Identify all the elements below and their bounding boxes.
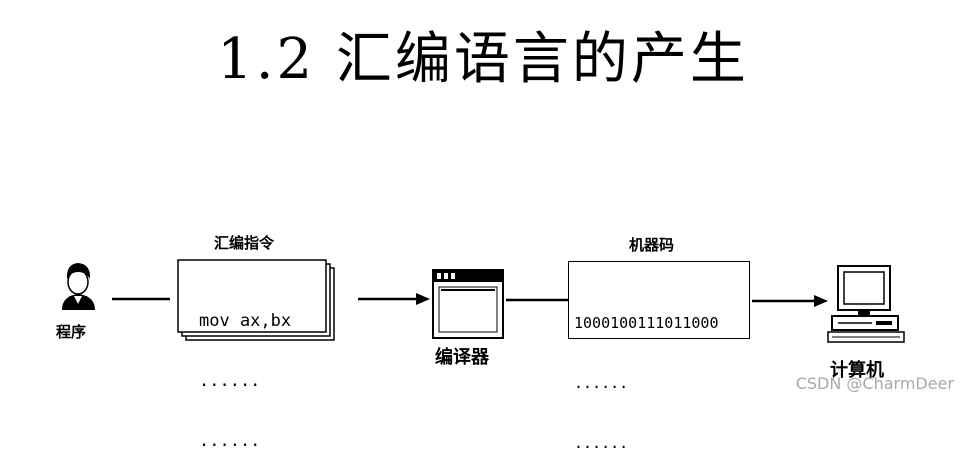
arrow-machine-code-to-computer-head [814, 295, 828, 307]
page-title: 1.2 汇编语言的产生 [217, 27, 749, 92]
machine-code-line: ...... [574, 374, 629, 392]
machine-code-line: ...... [574, 434, 629, 452]
machine-code: 1000100111011000 ...... ...... [574, 273, 719, 473]
assembly-line: ...... [199, 371, 261, 391]
assembly-code: mov ax,bx ...... ...... [199, 271, 291, 471]
assembly-header: 汇编指令 [214, 234, 275, 252]
assembly-line: mov ax,bx [199, 311, 292, 331]
compiler-window-icon [432, 269, 504, 339]
compiler-label: 编译器 [435, 347, 489, 368]
diagram-canvas [62, 259, 905, 343]
machine-code-header: 机器码 [629, 236, 675, 254]
machine-code-box [568, 261, 750, 339]
watermark: CSDN @CharmDeer [795, 374, 954, 393]
programmer-label: 程序 [56, 323, 87, 341]
computer-label: 计算机 [830, 360, 884, 381]
arrow-assembly-to-compiler-head [416, 293, 430, 305]
computer-icon [827, 265, 905, 343]
machine-code-line: 1000100111011000 [574, 314, 719, 332]
assembly-line: ...... [199, 431, 261, 451]
assembly-document-stack [177, 259, 335, 341]
programmer-icon [62, 263, 95, 310]
